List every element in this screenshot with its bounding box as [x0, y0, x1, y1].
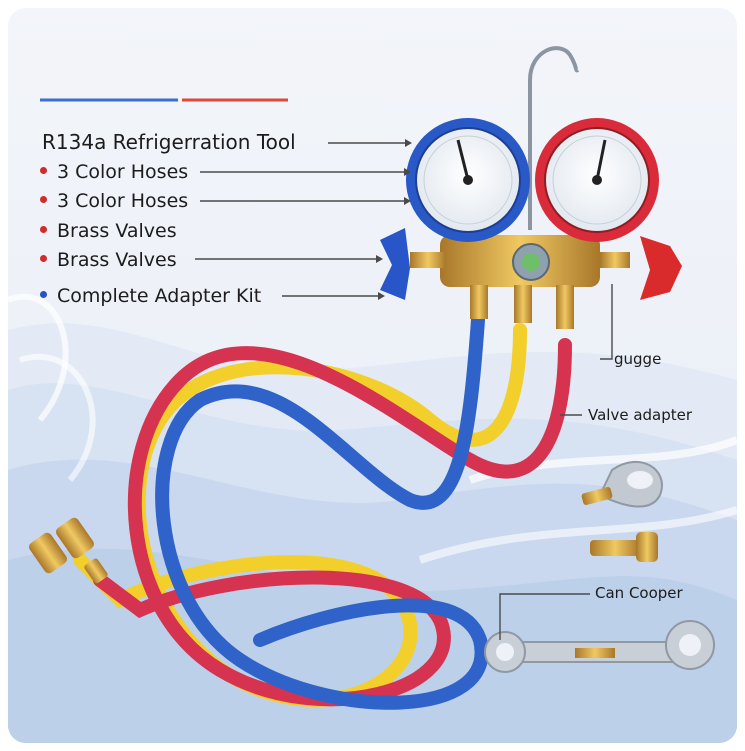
- low-pressure-gauge: [406, 118, 530, 242]
- feature-text: 3 Color Hoses: [57, 161, 189, 183]
- blue-hose: [155, 313, 489, 710]
- feature-item: Brass Valves: [40, 249, 177, 271]
- feature-text: Brass Valves: [57, 220, 177, 242]
- callout-can-opener: Can Cooper: [595, 584, 683, 602]
- bullet-dot: [40, 226, 47, 233]
- feature-text: Brass Valves: [57, 249, 177, 271]
- bullet-dot: [40, 167, 47, 174]
- callout-gauge: gugge: [614, 350, 662, 368]
- feature-text: 3 Color Hoses: [57, 190, 189, 212]
- hose-loops: [73, 313, 572, 710]
- product-title: R134a Refrigerration Tool: [42, 130, 296, 154]
- hanging-hook: [528, 46, 580, 230]
- valve-adapter-tool: [581, 460, 663, 508]
- callout-valve-adapter: Valve adapter: [588, 406, 693, 424]
- bullet-dot: [40, 196, 47, 203]
- red-valve-knob: [640, 236, 682, 300]
- feature-item: 3 Color Hoses: [40, 190, 188, 212]
- bullet-dot: [40, 291, 47, 298]
- feature-text: Complete Adapter Kit: [57, 285, 262, 307]
- hose-end-fittings: [28, 517, 108, 584]
- red-hose: [93, 338, 572, 707]
- feature-item: Brass Valves: [40, 220, 177, 242]
- leader-arrowheads: [376, 139, 412, 300]
- angle-adapter: [590, 532, 658, 562]
- can-opener-wrench: [484, 620, 715, 673]
- feature-item: Complete Adapter Kit: [40, 285, 261, 307]
- high-pressure-gauge: [535, 118, 659, 242]
- manifold-body: [410, 235, 630, 329]
- blue-valve-knob: [380, 228, 410, 300]
- bullet-dot: [40, 255, 47, 262]
- feature-item: 3 Color Hoses: [40, 161, 188, 183]
- leader-lines: [195, 142, 613, 640]
